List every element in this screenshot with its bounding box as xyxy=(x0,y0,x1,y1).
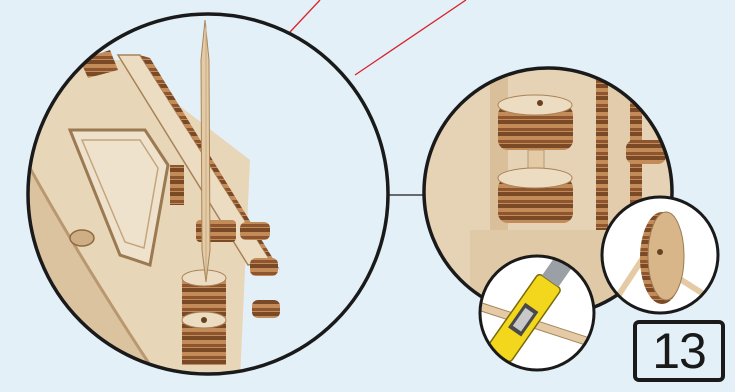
step-number: 13 xyxy=(652,322,706,380)
wheel-on-pin-icon xyxy=(602,197,718,313)
step-number-badge: 13 xyxy=(633,320,725,382)
main-detail-circle xyxy=(18,14,388,380)
